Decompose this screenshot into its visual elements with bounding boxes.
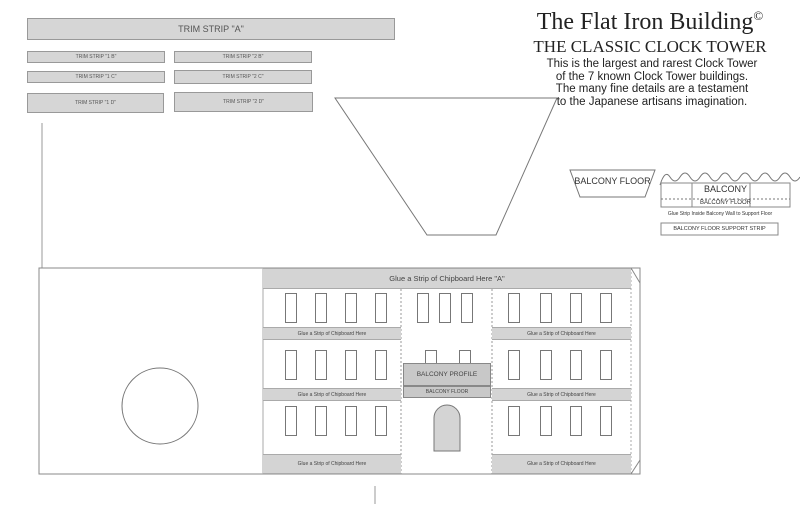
description-line: This is the largest and rarest Clock Tow… [546, 58, 758, 70]
window [285, 293, 297, 323]
balcony-wavy-edge [659, 172, 800, 186]
window [345, 350, 357, 380]
trim-strip-1b: TRIM STRIP "1 B" [27, 51, 165, 63]
roof-trapezoid [334, 97, 558, 236]
window [540, 293, 552, 323]
window [417, 293, 429, 323]
title-text: The Flat Iron Building [536, 9, 754, 35]
window [439, 293, 451, 323]
window [285, 350, 297, 380]
facade-outline [38, 267, 641, 475]
window [570, 293, 582, 323]
description-line: to the Japanese artisans imagination. [556, 95, 748, 108]
window [570, 406, 582, 436]
description-line: The many fine details are a testament [555, 83, 749, 95]
support-strip-label: BALCONY FLOOR SUPPORT STRIP [673, 226, 766, 232]
trim-strip-2b: TRIM STRIP "2 B" [174, 51, 312, 63]
description-line: of the 7 known Clock Tower buildings. [555, 70, 749, 83]
trim-strip-2c: TRIM STRIP "2 C" [174, 70, 312, 84]
page-title: The Flat Iron Building© [530, 8, 770, 36]
window [508, 406, 520, 436]
window [375, 293, 387, 323]
trim-strip-2d: TRIM STRIP "2 D" [174, 92, 313, 112]
window [540, 350, 552, 380]
balcony-floor-piece [569, 169, 656, 198]
chipboard-band: Glue a Strip of Chipboard Here [492, 388, 631, 401]
window [600, 293, 612, 323]
window [570, 350, 582, 380]
window [315, 293, 327, 323]
subtitle: THE CLASSIC CLOCK TOWER [533, 37, 767, 56]
glue-note: Glue Strip Inside Balcony Wall to Suppor… [667, 211, 773, 217]
clock-face-circle [121, 367, 199, 445]
arched-door [433, 404, 461, 452]
chipboard-band-a: Glue a Strip of Chipboard Here "A" [263, 268, 631, 289]
balcony-floor-label: BALCONY FLOOR [574, 176, 651, 186]
balcony-profile: BALCONY PROFILE [403, 363, 491, 386]
balcony-piece [660, 182, 791, 208]
trim-strip-1d: TRIM STRIP "1 D" [27, 93, 164, 113]
window [375, 350, 387, 380]
trim-strip-1c: TRIM STRIP "1 C" [27, 71, 165, 83]
window [375, 406, 387, 436]
window [600, 406, 612, 436]
balcony-floor-strip: BALCONY FLOOR [403, 386, 491, 398]
window [345, 293, 357, 323]
window [508, 350, 520, 380]
balcony-label: BALCONY [703, 184, 747, 194]
window [345, 406, 357, 436]
chipboard-band: Glue a Strip of Chipboard Here [492, 454, 631, 474]
copyright-symbol: © [753, 8, 764, 23]
window [540, 406, 552, 436]
window [461, 293, 473, 323]
chipboard-band: Glue a Strip of Chipboard Here [263, 454, 401, 474]
window [315, 350, 327, 380]
window [285, 406, 297, 436]
chipboard-band: Glue a Strip of Chipboard Here [263, 388, 401, 401]
chipboard-band: Glue a Strip of Chipboard Here [263, 327, 401, 340]
balcony-floor-inner-label: BALCONY FLOOR [700, 200, 751, 206]
support-strip [660, 222, 779, 236]
trim-strip-a: TRIM STRIP "A" [27, 18, 395, 40]
window [600, 350, 612, 380]
chipboard-band: Glue a Strip of Chipboard Here [492, 327, 631, 340]
description: This is the largest and rarest Clock Tow… [532, 58, 772, 108]
window [508, 293, 520, 323]
window [315, 406, 327, 436]
